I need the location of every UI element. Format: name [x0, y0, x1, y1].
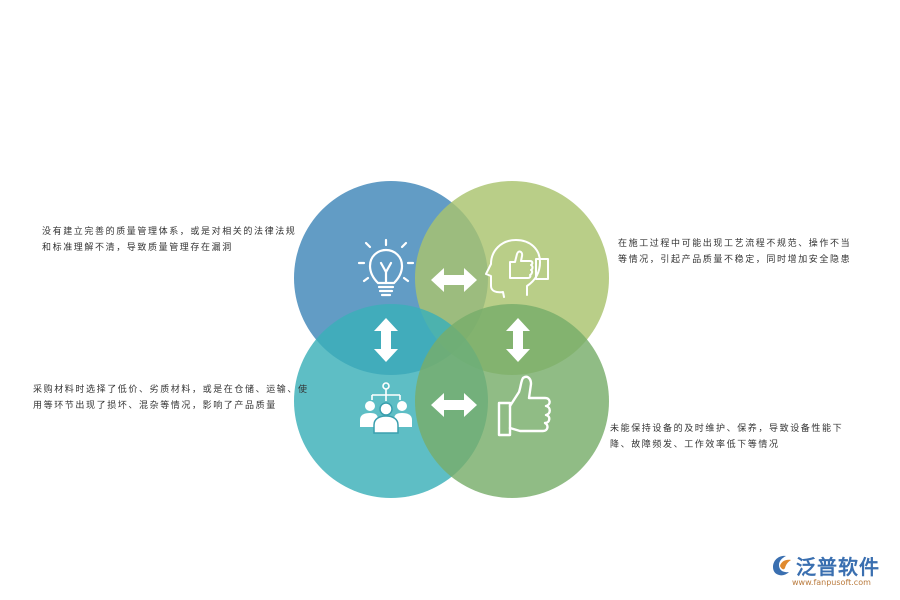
- note-bottom-right: 未能保持设备的及时维护、保养，导致设备性能下降、故障频发、工作效率低下等情况: [610, 424, 844, 450]
- note-top-left: 没有建立完善的质量管理体系，或是对相关的法律法规和标准理解不清，导致质量管理存在…: [42, 227, 297, 253]
- logo-mark-icon: [773, 555, 791, 576]
- horizontal-double-arrow-top: [431, 268, 477, 292]
- note-top-right: 在施工过程中可能出现工艺流程不规范、操作不当等情况，引起产品质量不稳定，同时增加…: [618, 239, 852, 265]
- logo-name: 泛普软件: [796, 555, 880, 579]
- brand-logo[interactable]: 泛普软件 www.fanpusoft.com: [770, 551, 890, 595]
- logo-url: www.fanpusoft.com: [792, 578, 871, 587]
- note-bottom-left: 采购材料时选择了低价、劣质材料，或是在仓储、运输、使用等环节出现了损坏、混杂等情…: [33, 385, 309, 411]
- team-network-icon: [360, 382, 412, 434]
- head-thumbs-up-icon: [485, 239, 549, 298]
- vertical-double-arrow-right: [506, 318, 530, 362]
- horizontal-double-arrow-bottom: [431, 393, 477, 417]
- lightbulb-icon: [357, 238, 415, 297]
- thumbs-up-icon: [497, 375, 551, 437]
- vertical-double-arrow-left: [374, 318, 398, 362]
